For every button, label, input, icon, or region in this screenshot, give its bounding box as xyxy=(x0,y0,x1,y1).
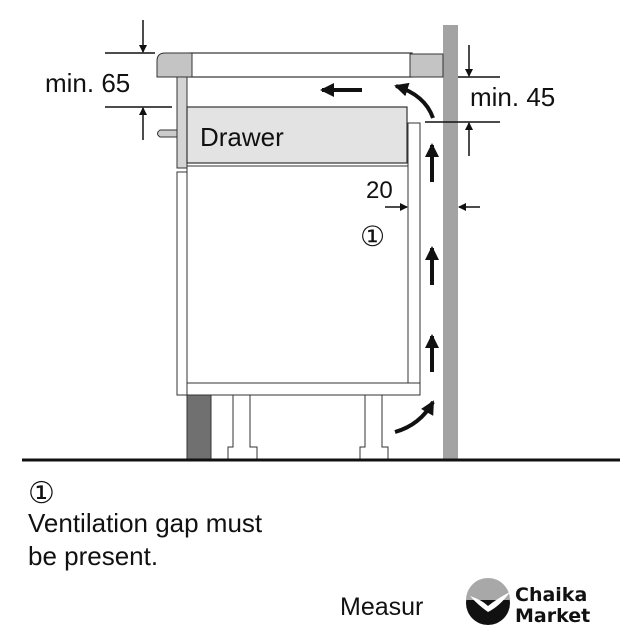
logo-text-2: Market xyxy=(515,605,590,627)
chaika-market-logo: Chaika Market xyxy=(466,578,590,627)
dimension-min-45 xyxy=(425,45,500,156)
front-panel xyxy=(176,76,188,169)
dimension-label-gap: 20 xyxy=(366,177,393,204)
caption: Measur xyxy=(340,593,423,621)
legend-line-1: Ventilation gap must xyxy=(28,508,263,538)
airflow-arrows xyxy=(320,82,439,434)
logo-text-1: Chaika xyxy=(515,584,587,606)
dimension-min-65 xyxy=(105,20,172,140)
cabinet xyxy=(176,122,421,396)
dimension-label-right: min. 45 xyxy=(470,82,555,112)
leg-left xyxy=(227,394,258,460)
drawer xyxy=(186,106,408,164)
wall xyxy=(443,25,458,460)
drawer-label: Drawer xyxy=(200,122,284,152)
dimension-label-top: min. 65 xyxy=(45,68,130,98)
worktop xyxy=(156,52,444,78)
leg-right xyxy=(359,394,389,460)
legend-line-2: be present. xyxy=(28,541,158,571)
plinth xyxy=(186,394,212,461)
callout-marker: ① xyxy=(360,221,385,252)
knob xyxy=(157,129,178,138)
legend-marker: ① xyxy=(28,477,55,510)
